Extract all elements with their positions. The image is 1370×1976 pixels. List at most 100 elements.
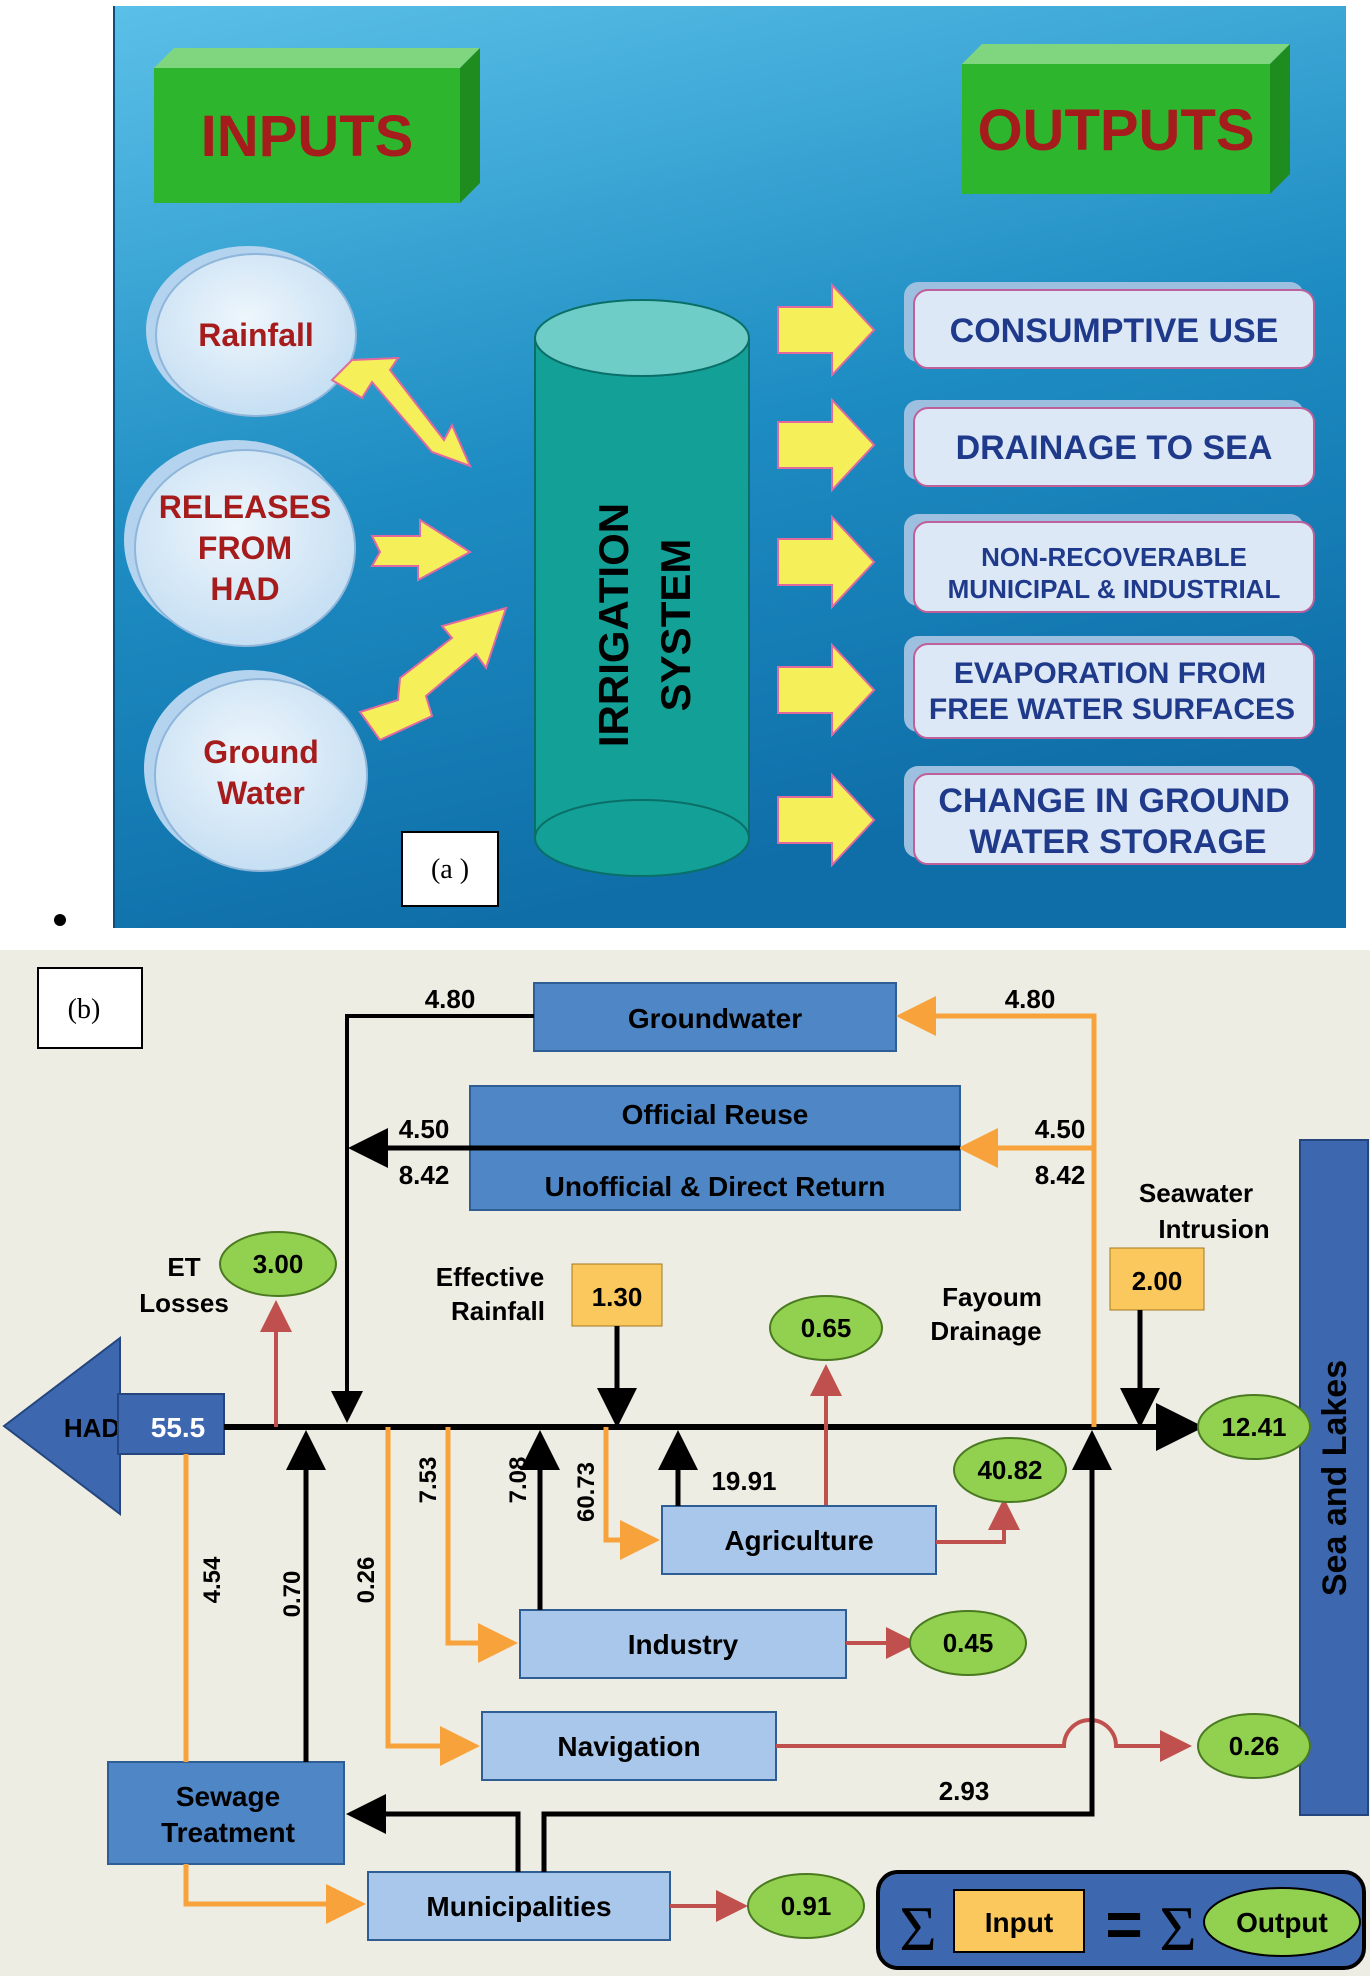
- groundwater-label-1: Ground: [203, 734, 319, 770]
- legend-input-label: Input: [985, 1907, 1053, 1938]
- rainfall-arrow: [330, 356, 472, 468]
- system-label-1: IRRIGATION: [590, 503, 637, 747]
- muni-out-value: 0.91: [781, 1891, 832, 1921]
- agri-out-value: 40.82: [977, 1455, 1042, 1485]
- groundwater-label-2: Water: [217, 775, 305, 811]
- legend-sigma-left: Σ: [899, 1893, 936, 1964]
- to-sea-ellipse: [1197, 1394, 1311, 1460]
- legend-output-ellipse: [1203, 1887, 1361, 1957]
- sea-and-lakes-box: [1299, 1139, 1369, 1816]
- sewage-to-muni-line: [183, 1864, 366, 1924]
- groundwater-arrow: [358, 606, 508, 742]
- agri-out-line: [936, 1498, 1020, 1544]
- agri-inflow-line: [603, 1427, 660, 1560]
- output-arrows: [777, 282, 876, 868]
- rainfall-label: Rainfall: [198, 317, 314, 353]
- output-drainage-to-sea: DRAINAGE TO SEA: [904, 400, 1315, 487]
- seawater-label-1: Seawater: [1139, 1178, 1253, 1208]
- sewage-box: [107, 1761, 345, 1865]
- navigation-out-ellipse: [1197, 1713, 1311, 1779]
- navigation-box: [481, 1711, 777, 1781]
- reuse-left-value: 4.50: [399, 1114, 450, 1144]
- inputs-title-box: INPUTS: [154, 48, 480, 203]
- industry-out-value: 0.45: [943, 1628, 994, 1658]
- fayoum-label-2: Drainage: [930, 1316, 1041, 1346]
- municipalities-box: [367, 1871, 671, 1941]
- output-non-recoverable: NON-RECOVERABLE MUNICIPAL & INDUSTRIAL: [904, 514, 1315, 613]
- out1-label: CONSUMPTIVE USE: [950, 312, 1279, 350]
- legend-equals: =: [1105, 1888, 1142, 1960]
- legend-sigma-right: Σ: [1159, 1893, 1196, 1964]
- output-evaporation: EVAPORATION FROM FREE WATER SURFACES: [904, 636, 1315, 739]
- panel-a: INPUTS OUTPUTS Rainfall RELEASES FROM HA…: [113, 6, 1346, 928]
- out4-label-1: EVAPORATION FROM: [954, 657, 1266, 690]
- v293-value: 2.93: [939, 1776, 990, 1806]
- industry-label: Industry: [628, 1629, 739, 1660]
- navigation-inflow-line: [385, 1427, 480, 1766]
- v070-value: 0.70: [279, 1571, 306, 1618]
- v454-value: 4.54: [199, 1556, 226, 1603]
- panel-b-tag: (b): [68, 994, 101, 1025]
- unofficial-label: Unofficial & Direct Return: [545, 1171, 886, 1202]
- panel-a-tag: (a ): [431, 854, 469, 885]
- out2-label: DRAINAGE TO SEA: [956, 429, 1273, 467]
- outputs-title: OUTPUTS: [977, 98, 1254, 163]
- muni-out-ellipse: [747, 1873, 865, 1939]
- out4-label-2: FREE WATER SURFACES: [929, 693, 1295, 726]
- eff-rain-value-box: [571, 1263, 663, 1327]
- v708-value: 7.08: [505, 1457, 532, 1504]
- et-label-2: Losses: [139, 1288, 229, 1318]
- et-label-1: ET: [167, 1252, 200, 1282]
- legend-output-label: Output: [1236, 1907, 1328, 1938]
- out5-label-1: CHANGE IN GROUND: [938, 782, 1289, 820]
- out3-label-2: MUNICIPAL & INDUSTRIAL: [948, 574, 1281, 604]
- seawater-value-box: [1109, 1247, 1205, 1311]
- releases-label-3: HAD: [210, 571, 279, 607]
- groundwater-return-line: [331, 1014, 534, 1423]
- to-sea-value: 12.41: [1221, 1412, 1286, 1442]
- inputs-title: INPUTS: [201, 104, 414, 169]
- output-change-in-ground-water: CHANGE IN GROUND WATER STORAGE: [904, 766, 1315, 865]
- sewage-label-2: Treatment: [161, 1817, 295, 1848]
- et-value: 3.00: [253, 1249, 304, 1279]
- unoff-right-value: 8.42: [1035, 1160, 1086, 1190]
- had-value-box: [117, 1393, 225, 1455]
- seawater-label-2: Intrusion: [1158, 1214, 1269, 1244]
- v026-value: 0.26: [353, 1557, 380, 1604]
- fayoum-value-ellipse: [769, 1295, 883, 1361]
- releases-label-1: RELEASES: [159, 489, 331, 525]
- out3-label-1: NON-RECOVERABLE: [981, 542, 1247, 572]
- fayoum-value: 0.65: [801, 1313, 852, 1343]
- groundwater-label: Groundwater: [628, 1003, 802, 1034]
- eff-rain-label-2: Rainfall: [451, 1296, 545, 1326]
- panel-a-tag-box: [401, 831, 499, 907]
- input-rainfall: Rainfall: [146, 246, 357, 417]
- industry-inflow-line: [445, 1427, 518, 1663]
- legend-input-box: [953, 1889, 1085, 1953]
- municipalities-label: Municipalities: [426, 1891, 611, 1922]
- v6073-value: 60.73: [573, 1462, 600, 1522]
- input-ground-water: Ground Water: [144, 670, 368, 872]
- releases-arrow: [370, 518, 472, 582]
- navigation-out-value: 0.26: [1229, 1731, 1280, 1761]
- releases-label-2: FROM: [198, 530, 292, 566]
- gw-left-value: 4.80: [425, 984, 476, 1014]
- v1991-value: 19.91: [711, 1466, 776, 1496]
- had-label: HAD: [64, 1413, 120, 1443]
- output-consumptive-use: CONSUMPTIVE USE: [904, 282, 1315, 369]
- muni-to-sewage-line: [346, 1794, 521, 1872]
- input-releases-from-had: RELEASES FROM HAD: [124, 440, 356, 647]
- agriculture-label: Agriculture: [724, 1525, 873, 1556]
- industry-out-ellipse: [909, 1610, 1027, 1676]
- balance-legend: Σ Input = Σ Output: [876, 1870, 1366, 1970]
- out5-label-2: WATER STORAGE: [969, 823, 1266, 861]
- et-value-ellipse: [219, 1231, 337, 1297]
- had-value: 55.5: [151, 1412, 206, 1443]
- navigation-label: Navigation: [557, 1731, 700, 1762]
- sea-label: Sea and Lakes: [1316, 1360, 1354, 1596]
- agri-out-ellipse: [953, 1437, 1067, 1503]
- panel-b: (b) Sea and Lakes HAD 55.5 Groundwater 4…: [0, 950, 1370, 1976]
- eff-rain-value: 1.30: [592, 1282, 643, 1312]
- seawater-value: 2.00: [1132, 1266, 1183, 1296]
